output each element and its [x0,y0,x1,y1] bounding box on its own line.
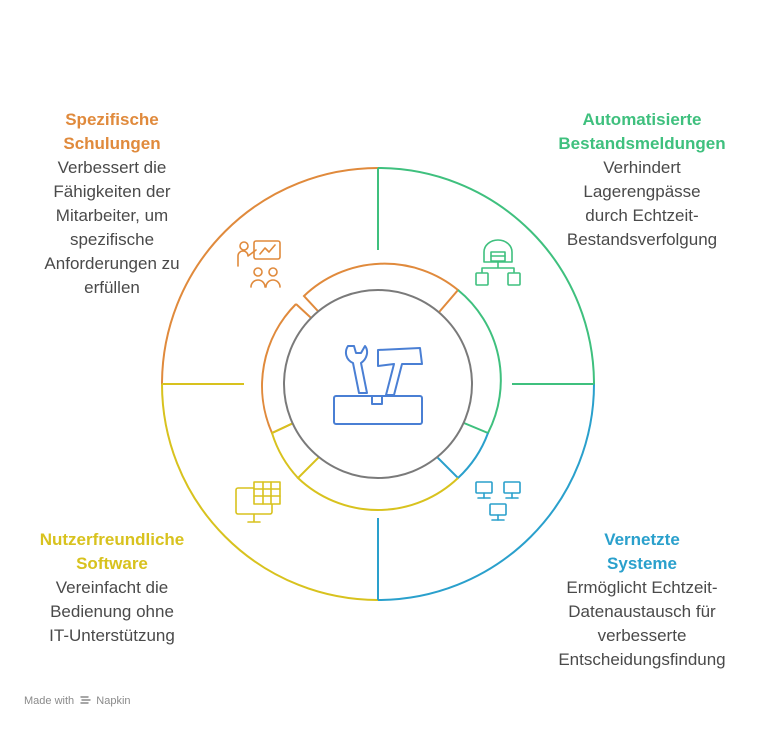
title-line-1: Vernetzte [604,530,680,549]
spreadsheet-monitor-icon [235,481,281,523]
desc-line: Bestandsverfolgung [566,230,718,249]
desc-line: Bedienung ohne [50,602,174,621]
connected-computers-icon [475,481,521,521]
desc-line: Lagerengpässe [583,182,701,201]
desc-line: Verhindert [603,158,681,177]
title-line-2: Bestandsmeldungen [558,134,726,153]
title-line-1: Nutzerfreundliche [39,530,185,549]
napkin-logo-icon [80,696,91,704]
desc-line: Datenaustausch für [568,602,716,621]
training-presentation-icon [237,240,281,288]
napkin-brand-label: Napkin [96,695,131,707]
toolbox-icon [333,345,423,425]
desc-line: Fähigkeiten der [53,182,171,201]
desc-line: Verbessert die [57,158,167,177]
center-circle [283,289,473,479]
desc-line: Mitarbeiter, um [55,206,169,225]
warehouse-network-icon [475,239,521,286]
title-line-1: Spezifische [65,110,159,129]
desc-line: durch Echtzeit- [585,206,699,225]
section-nutzerfreundliche-software: Nutzerfreundliche Software Vereinfacht d… [20,528,204,648]
title-line-1: Automatisierte [582,110,702,129]
desc-line: Anforderungen zu [44,254,180,273]
section-description: Verhindert Lagerengpässe durch Echtzeit-… [540,156,744,252]
section-title: Nutzerfreundliche Software [20,528,204,576]
section-vernetzte-systeme: Vernetzte Systeme Ermöglicht Echtzeit- D… [536,528,748,672]
outer-arc-green [377,167,595,385]
section-title: Automatisierte Bestandsmeldungen [540,108,744,156]
desc-line: IT-Unterstützung [49,626,175,645]
section-spezifische-schulungen: Spezifische Schulungen Verbessert die Fä… [22,108,202,300]
section-title: Spezifische Schulungen [22,108,202,156]
section-description: Ermöglicht Echtzeit- Datenaustausch für … [536,576,748,672]
desc-line: spezifische [69,230,155,249]
made-with-napkin-credit[interactable]: Made with Napkin [24,695,131,707]
section-title: Vernetzte Systeme [536,528,748,576]
title-line-2: Schulungen [63,134,161,153]
section-description: Vereinfacht die Bedienung ohne IT-Unters… [20,576,204,648]
section-description: Verbessert die Fähigkeiten der Mitarbeit… [22,156,202,300]
title-line-2: Software [76,554,148,573]
desc-line: Vereinfacht die [55,578,169,597]
outer-arc-blue [377,383,595,601]
section-automatisierte-bestandsmeldungen: Automatisierte Bestandsmeldungen Verhind… [540,108,744,252]
desc-line: Ermöglicht Echtzeit- [566,578,718,597]
title-line-2: Systeme [607,554,677,573]
desc-line: erfüllen [84,278,140,297]
outer-arc-orange [161,167,379,385]
made-with-label: Made with [24,695,75,707]
outer-arc-yellow [161,383,379,601]
desc-line: verbesserte [597,626,687,645]
desc-line: Entscheidungsfindung [558,650,726,669]
